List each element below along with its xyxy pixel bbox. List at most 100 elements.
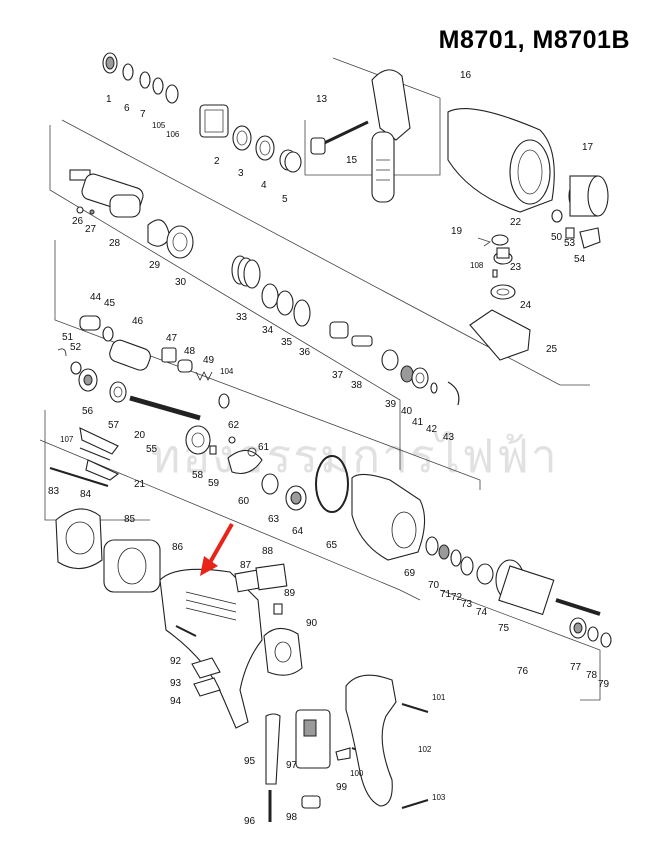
part-label-13: 13 [316,94,328,105]
part-34-ring [261,283,279,309]
part-label-36: 36 [299,347,311,358]
part-label-59: 59 [208,478,220,489]
part-5-cap [279,149,302,173]
part-label-84: 84 [80,489,92,500]
part-label-98: 98 [286,812,298,823]
part-label-72: 72 [451,592,463,603]
part-53-spring [565,227,575,239]
part-39-ring [381,349,399,371]
part-95-cord-guard [265,713,281,785]
part-30-ring [166,225,194,259]
part-103-screw [401,799,429,809]
part-label-51: 51 [62,332,74,343]
part-label-94: 94 [170,696,182,707]
part-label-55: 55 [146,444,158,455]
part-94-label [193,677,221,697]
part-15-side-handle [371,69,411,203]
part-label-86: 86 [172,542,184,553]
part-label-73: 73 [461,599,473,610]
part-43-snap-ring [447,381,460,406]
part-58-swash [185,425,211,455]
part-60-bracket [227,449,263,475]
part-79-ring [600,632,612,648]
watermark: ทองธรรมการไฟฟ้า [150,429,559,483]
part-label-88: 88 [262,546,274,557]
part-25-cover [469,309,531,361]
part-label-105: 105 [152,121,166,130]
part-label-5: 5 [282,194,288,205]
part-83-bolt [49,467,109,487]
part-56-gear [78,368,98,392]
part-label-52: 52 [70,342,82,353]
part-28-tool-holder [69,169,144,218]
part-label-74: 74 [476,607,488,618]
part-65-oring [315,455,349,513]
part-label-58: 58 [192,470,204,481]
part-label-35: 35 [281,337,293,348]
part-45-oring [102,326,114,342]
part-label-47: 47 [166,333,178,344]
part-108-pin [492,269,498,278]
part-label-63: 63 [268,514,280,525]
part-76-armature [495,559,601,616]
part-93-label [191,657,221,679]
part-23-knob [493,247,513,265]
part-36-ring [293,299,311,327]
part-label-106: 106 [166,130,180,139]
part-label-69: 69 [404,568,416,579]
part-label-49: 49 [203,355,215,366]
part-44-cylinder [79,315,101,331]
part-label-26: 26 [72,216,84,227]
part-label-44: 44 [90,292,102,303]
part-label-96: 96 [244,816,256,827]
part-label-16: 16 [460,70,472,81]
group-frames [39,57,601,701]
part-70-ring [425,536,439,556]
part-90-brush-holder [263,627,303,676]
part-50-washer [551,209,563,223]
part-label-48: 48 [184,346,196,357]
part-86-housing [159,568,263,729]
part-label-2: 2 [214,156,220,167]
part-4-ring [255,135,275,161]
part-57-bearing [109,381,127,403]
part-17-sleeve [568,175,609,217]
part-label-75: 75 [498,623,510,634]
part-61-spring [247,447,257,457]
part-label-30: 30 [175,277,187,288]
part-62-screw [228,436,236,444]
part-label-20: 20 [134,430,146,441]
part-label-95: 95 [244,756,256,767]
part-37-bushing [329,321,349,339]
part-69-housing [351,473,426,561]
part-label-87: 87 [240,560,252,571]
part-label-92: 92 [170,656,182,667]
part-99-clamp [335,747,351,761]
part-label-21: 21 [134,479,146,490]
part-77-bearing [569,617,587,639]
part-59-pin [209,445,217,455]
part-label-97: 97 [286,760,298,771]
part-87-label [234,569,261,593]
part-1-ring [102,52,118,74]
part-label-108: 108 [470,261,484,270]
part-label-38: 38 [351,380,363,391]
part-52-washer [70,361,82,375]
part-42-ring [430,382,438,394]
part-label-37: 37 [332,370,344,381]
part-label-101: 101 [432,693,446,702]
part-label-102: 102 [418,745,432,754]
part-24-ring [490,284,516,300]
part-label-107: 107 [60,435,74,444]
part-label-103: 103 [432,793,446,802]
part-label-17: 17 [582,142,594,153]
part-label-39: 39 [385,399,397,410]
part-84-baffle [55,508,103,570]
part-label-25: 25 [546,344,558,355]
part-label-50: 50 [551,232,563,243]
part-label-34: 34 [262,325,274,336]
part-label-22: 22 [510,217,522,228]
part-label-104: 104 [220,367,234,376]
part-26-ball [76,206,84,214]
